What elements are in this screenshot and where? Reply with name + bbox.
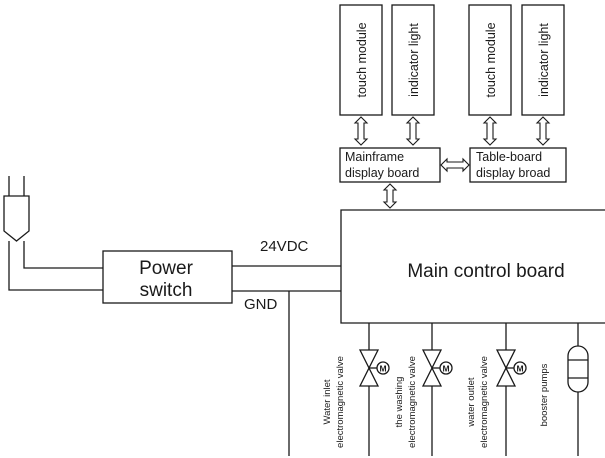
touch-module-1-label: touch module — [355, 22, 369, 97]
touch-module-2-arrow — [482, 116, 498, 146]
indicator-light-1-arrow — [405, 116, 421, 146]
touch-module-2-label: touch module — [484, 22, 498, 97]
indicator-light-1-label: indicator light — [407, 23, 421, 97]
booster-pump-icon — [567, 323, 589, 456]
power-switch-label-line1: Power — [139, 258, 194, 279]
table-board-display — [469, 147, 567, 183]
touch-module-1-arrow — [353, 116, 369, 146]
indicator-light-2-label: indicator light — [537, 23, 551, 97]
svg-text:M: M — [379, 364, 386, 374]
indicator-light-2-arrow — [535, 116, 551, 146]
power-switch-box — [102, 250, 233, 304]
mains-wires — [8, 241, 103, 291]
power-plug-icon — [3, 176, 30, 242]
mainframe-display-line1: Mainframe — [345, 150, 404, 164]
dc-supply-wires — [232, 265, 341, 456]
main-control-board — [340, 209, 605, 324]
power-switch-label-line2: switch — [140, 280, 193, 301]
display-link-arrow — [440, 157, 470, 173]
svg-text:M: M — [516, 364, 523, 374]
mainframe-display-line2: display board — [345, 166, 419, 180]
booster-pump-label: booster pumps — [539, 363, 550, 426]
washing-valve: M — [421, 323, 453, 456]
display-mainboard-arrow — [382, 183, 398, 209]
voltage-label: 24VDC — [260, 238, 309, 255]
touch-module-2-box — [468, 4, 512, 116]
washing-label-line1: the washing — [394, 377, 405, 428]
touch-module-1-box — [339, 4, 383, 116]
svg-text:M: M — [442, 364, 449, 374]
water-inlet-valve: M — [358, 323, 390, 456]
water-inlet-label-line2: electromagnetic valve — [335, 356, 346, 448]
table-display-line1: Table-board — [476, 150, 542, 164]
table-display-line2: display broad — [476, 166, 550, 180]
washing-label-line2: electromagnetic valve — [407, 356, 418, 448]
water-outlet-label-line1: water outlet — [466, 377, 477, 427]
water-outlet-valve: M — [495, 323, 527, 456]
ground-label: GND — [244, 296, 278, 313]
main-control-board-label: Main control board — [407, 261, 564, 282]
mainframe-display-board — [339, 147, 441, 183]
indicator-light-2-box — [521, 4, 565, 116]
water-inlet-label-line1: Water inlet — [322, 379, 333, 424]
water-outlet-label-line2: electromagnetic valve — [479, 356, 490, 448]
indicator-light-1-box — [391, 4, 435, 116]
